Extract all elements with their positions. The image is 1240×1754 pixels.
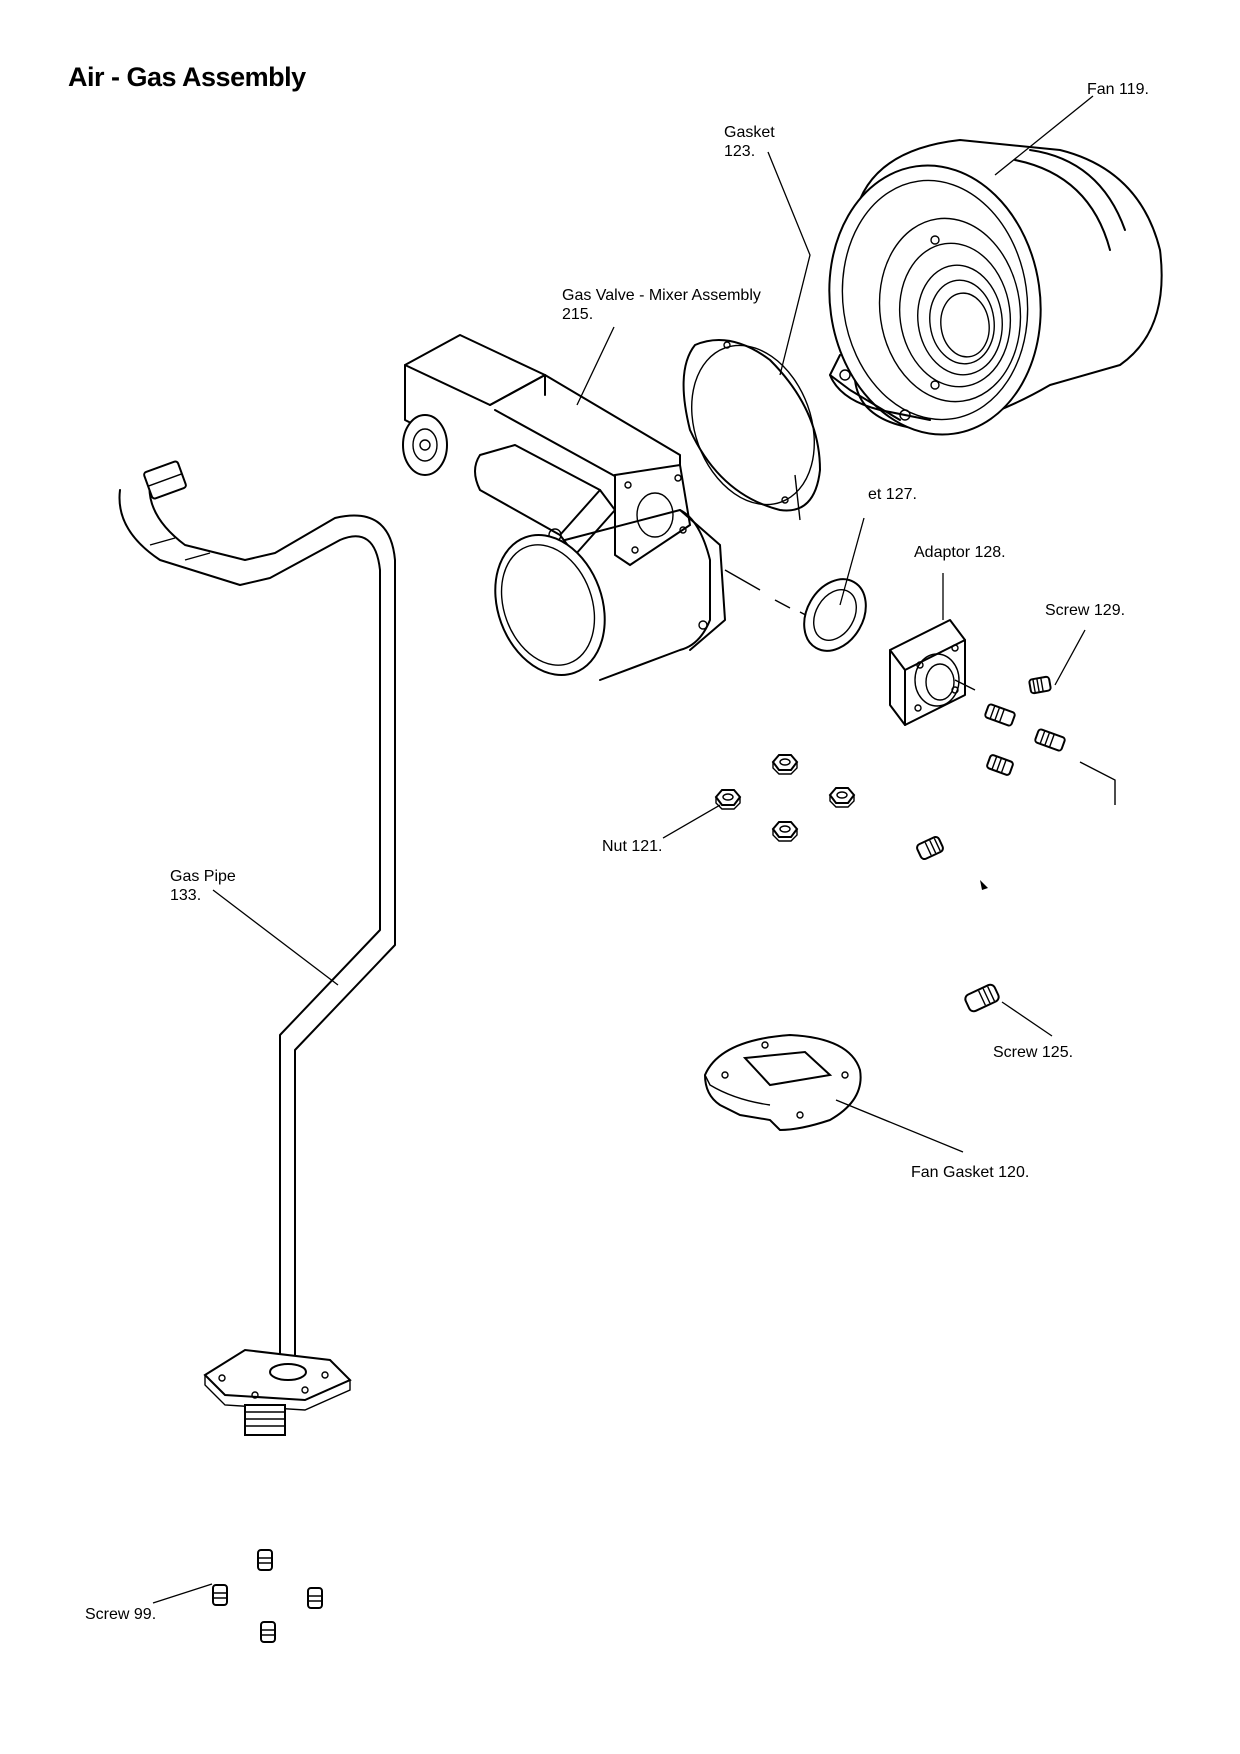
callout-adaptor-label: Adaptor 128. — [914, 544, 1006, 561]
callout-screw99: Screw 99. — [85, 1605, 156, 1624]
leader-gasket127 — [839, 517, 865, 606]
callout-pipe: Gas Pipe 133. — [170, 867, 236, 905]
callout-nut-label: Nut 121. — [602, 838, 663, 855]
callout-fangasket-label: Fan Gasket 120. — [911, 1164, 1030, 1181]
callout-fangasket: Fan Gasket 120. — [911, 1163, 1029, 1182]
fan-gasket-plate-part — [703, 1033, 862, 1132]
leader-fangasket — [835, 1099, 964, 1153]
screw-125-part — [964, 983, 1000, 1013]
callout-valve-number: 215. — [562, 306, 594, 323]
callout-screw125-label: Screw 125. — [993, 1044, 1074, 1061]
callout-valve-label: Gas Valve - Mixer Assembly — [562, 287, 761, 304]
callout-pipe-number: 133. — [170, 887, 202, 904]
leader-fan — [994, 95, 1094, 176]
callout-screw129-label: Screw 129. — [1045, 602, 1126, 619]
gasket-ring-part — [682, 339, 821, 512]
leader-valve — [576, 326, 615, 406]
callout-pipe-label: Gas Pipe — [170, 868, 236, 885]
leader-pipe — [212, 889, 339, 986]
callout-gasket-number: 123. — [724, 143, 756, 160]
callout-gasket127: et 127. — [868, 485, 917, 504]
leader-lines — [152, 95, 1094, 1604]
callout-gasket-label: Gasket — [724, 124, 775, 141]
callout-fan: Fan 119. — [1087, 80, 1149, 99]
leader-nut — [662, 804, 721, 839]
callout-adaptor: Adaptor 128. — [914, 543, 1006, 562]
nut-121-group — [714, 754, 856, 842]
small-arrow — [980, 880, 988, 890]
page-title: Air - Gas Assembly — [68, 62, 306, 92]
screw-129-group — [984, 675, 1116, 805]
callout-fan-label: Fan 119. — [1087, 81, 1149, 98]
leader-gasket — [767, 151, 811, 376]
callout-nut: Nut 121. — [602, 837, 662, 856]
fan-part — [828, 139, 1163, 436]
callout-screw125: Screw 125. — [993, 1043, 1073, 1062]
screw-99-group — [212, 1549, 323, 1643]
callout-screw99-label: Screw 99. — [85, 1606, 157, 1623]
callout-gasket127-label: et 127. — [868, 486, 917, 503]
leader-screw125 — [1001, 1001, 1053, 1037]
small-gasket-part — [803, 578, 867, 652]
callout-screw129: Screw 129. — [1045, 601, 1125, 620]
callout-valve: Gas Valve - Mixer Assembly 215. — [562, 286, 761, 324]
leader-screw99 — [152, 1583, 213, 1604]
gas-pipe-part — [118, 460, 396, 1436]
leader-screw129 — [1054, 629, 1086, 686]
callout-gasket: Gasket 123. — [724, 123, 775, 161]
adaptor-part — [889, 619, 976, 726]
gas-valve-mixer-part — [402, 334, 816, 681]
screw-mid — [916, 835, 944, 861]
